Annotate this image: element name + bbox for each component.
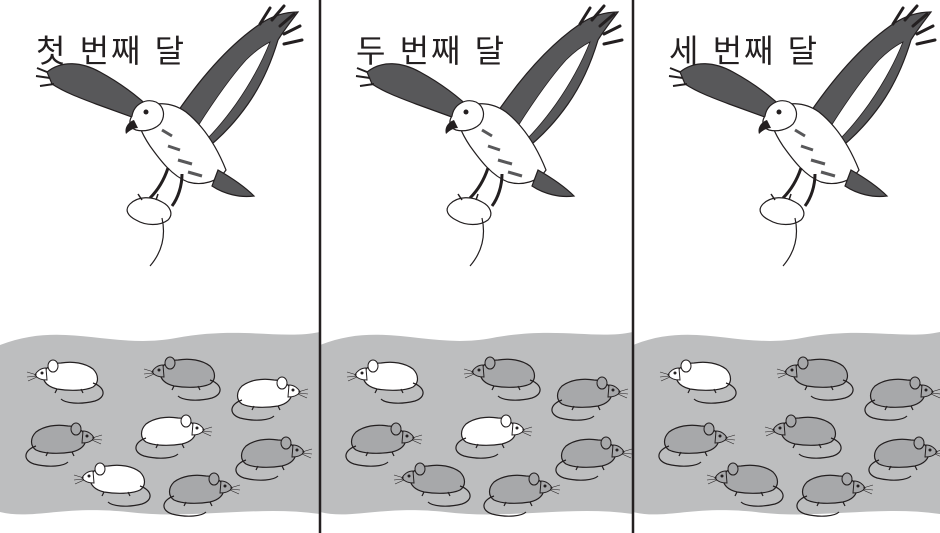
panel-title: 첫 번째 달 bbox=[36, 32, 186, 70]
panel-2: 두 번째 달 bbox=[320, 4, 633, 517]
panel-1: 첫 번째 달 bbox=[0, 4, 320, 517]
panel-title: 두 번째 달 bbox=[356, 32, 506, 70]
panel-title: 세 번째 달 bbox=[669, 32, 819, 70]
panel-3: 세 번째 달 bbox=[633, 4, 940, 517]
